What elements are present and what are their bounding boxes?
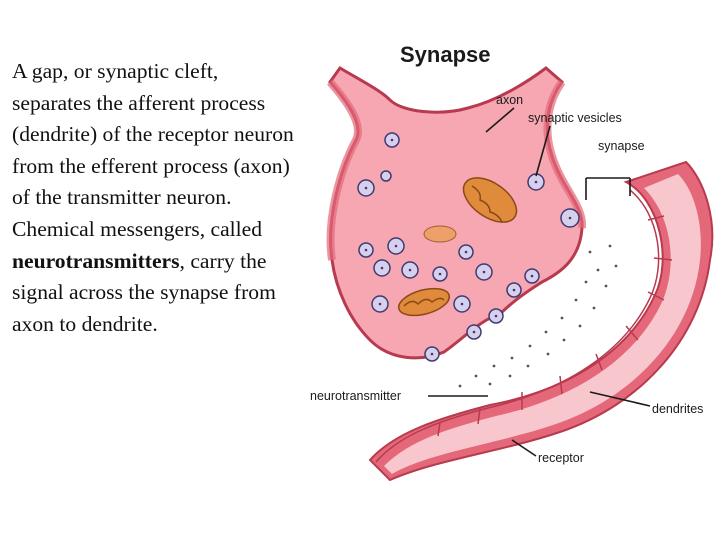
synapse-illustration: Synapse axon synaptic vesicles synapse n… xyxy=(310,42,714,482)
label-axon: axon xyxy=(496,93,523,107)
description-part-2: , carry the signal across the synapse fr… xyxy=(12,248,276,336)
label-synaptic-vesicles: synaptic vesicles xyxy=(528,111,622,125)
synaptic-vesicles xyxy=(357,132,580,362)
label-receptor: receptor xyxy=(538,451,584,465)
axon-membrane-edge-right xyxy=(543,79,587,229)
dendrite-inner xyxy=(384,174,701,474)
leader-lines xyxy=(428,107,651,457)
description-part-1: A gap, or synaptic cleft, separates the … xyxy=(12,59,294,241)
mitochondrion-upper xyxy=(462,177,518,223)
label-synapse: synapse xyxy=(598,139,645,153)
diagram-title: Synapse xyxy=(400,42,491,67)
dendrite-membrane-line xyxy=(375,189,660,463)
synapse-diagram: Synapse axon synaptic vesicles synapse n… xyxy=(300,20,728,500)
mitochondrion-lower xyxy=(397,287,451,317)
label-neurotransmitter: neurotransmitter xyxy=(310,389,401,403)
organelle-small xyxy=(423,225,457,243)
vesicle-dots xyxy=(364,138,572,356)
neurotransmitters-term: neurotransmitters xyxy=(12,248,180,273)
neurotransmitter-particles xyxy=(458,244,618,388)
axon-membrane-edge xyxy=(326,79,362,261)
receptor-spikes xyxy=(437,215,673,437)
label-dendrites: dendrites xyxy=(652,402,703,416)
description-text: A gap, or synaptic cleft, separates the … xyxy=(12,56,297,340)
